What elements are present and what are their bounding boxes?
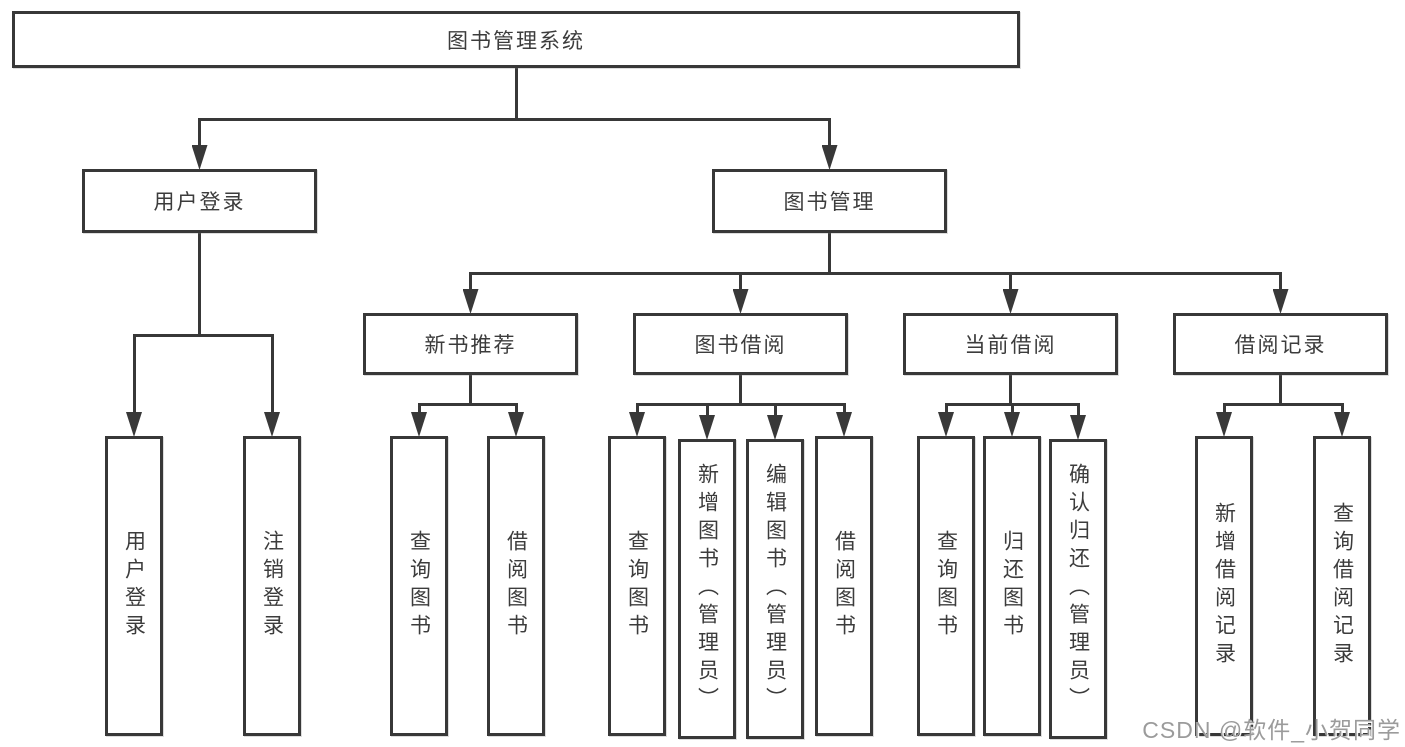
node-label-leaf-br-add: 新增借阅记录 <box>1212 502 1236 670</box>
arrow-down-icon-leaf-rec-borrow <box>508 412 524 437</box>
edge-drop-user-login <box>198 119 201 146</box>
edge-stub-book-borrow <box>739 375 742 406</box>
node-leaf-br-add: 新增借阅记录 <box>1195 436 1253 736</box>
node-leaf-rec-query: 查询图书 <box>390 436 448 736</box>
arrow-down-icon-leaf-bb-add <box>699 415 715 440</box>
arrow-down-icon-leaf-br-query <box>1334 412 1350 437</box>
edge-stub-new-book-rec <box>469 375 472 406</box>
node-label-leaf-br-query: 查询借阅记录 <box>1330 502 1354 670</box>
node-label-leaf-bb-query: 查询图书 <box>625 530 649 642</box>
node-book-borrow: 图书借阅 <box>633 313 848 375</box>
edge-branch-book-borrow <box>635 402 846 406</box>
node-leaf-bb-query: 查询图书 <box>608 436 666 736</box>
arrow-down-icon-current-borrow <box>1002 289 1019 314</box>
node-label-user-login: 用户登录 <box>153 191 246 214</box>
node-leaf-user-login: 用户登录 <box>105 436 163 736</box>
node-leaf-bb-edit: 编辑图书（管理员） <box>746 439 804 739</box>
edge-drop-current-borrow <box>1009 273 1012 290</box>
node-leaf-logout: 注销登录 <box>243 436 301 736</box>
edge-stub-current-borrow <box>1009 375 1012 406</box>
edge-stub-borrow-records <box>1279 375 1282 406</box>
arrow-down-icon-borrow-records <box>1272 289 1289 314</box>
arrow-down-icon-leaf-user-login <box>126 412 142 437</box>
node-label-new-book-rec: 新书推荐 <box>424 334 517 357</box>
node-label-leaf-bb-borrow: 借阅图书 <box>832 530 856 642</box>
node-leaf-cb-confirm: 确认归还（管理员） <box>1049 439 1107 739</box>
edge-drop-leaf-cb-confirm <box>1076 404 1080 416</box>
node-label-book-borrow: 图书借阅 <box>694 334 787 357</box>
edge-drop-new-book-rec <box>469 273 472 290</box>
node-leaf-br-query: 查询借阅记录 <box>1313 436 1371 736</box>
edge-drop-leaf-logout <box>270 335 274 413</box>
node-label-current-borrow: 当前借阅 <box>964 334 1057 357</box>
node-label-root: 图书管理系统 <box>447 29 585 53</box>
arrow-down-icon-leaf-cb-query <box>938 412 954 437</box>
arrow-down-icon-leaf-bb-edit <box>767 415 783 440</box>
node-label-leaf-user-login: 用户登录 <box>122 530 146 642</box>
edge-drop-borrow-records <box>1279 273 1282 290</box>
node-label-leaf-cb-return: 归还图书 <box>1000 530 1024 642</box>
node-current-borrow: 当前借阅 <box>903 313 1118 375</box>
arrow-down-icon-leaf-cb-return <box>1004 412 1020 437</box>
node-leaf-cb-query: 查询图书 <box>917 436 975 736</box>
arrow-down-icon-leaf-cb-confirm <box>1070 415 1086 440</box>
arrow-down-icon-book-mgmt <box>821 145 838 170</box>
edge-drop-leaf-br-query <box>1340 404 1344 413</box>
node-new-book-rec: 新书推荐 <box>363 313 578 375</box>
node-label-borrow-records: 借阅记录 <box>1234 334 1327 357</box>
edge-branch-root <box>198 117 831 121</box>
edge-drop-leaf-bb-edit <box>773 404 777 416</box>
edge-drop-book-borrow <box>739 273 742 290</box>
edge-stub-book-mgmt <box>828 233 831 275</box>
node-label-leaf-rec-borrow: 借阅图书 <box>504 530 528 642</box>
edge-stub-root <box>514 68 518 121</box>
edge-stub-user-login <box>198 233 201 337</box>
edge-drop-leaf-bb-query <box>635 404 639 413</box>
node-label-leaf-logout: 注销登录 <box>260 530 284 642</box>
edge-drop-leaf-rec-borrow <box>514 404 518 413</box>
arrow-down-icon-leaf-br-add <box>1216 412 1232 437</box>
node-borrow-records: 借阅记录 <box>1173 313 1388 375</box>
arrow-down-icon-leaf-logout <box>264 412 280 437</box>
node-root: 图书管理系统 <box>12 11 1020 68</box>
arrow-down-icon-user-login <box>191 145 208 170</box>
edge-drop-leaf-cb-return <box>1010 404 1014 413</box>
node-leaf-rec-borrow: 借阅图书 <box>487 436 545 736</box>
arrow-down-icon-new-book-rec <box>462 289 479 314</box>
edge-branch-user-login <box>132 333 274 337</box>
node-label-leaf-cb-query: 查询图书 <box>934 530 958 642</box>
arrow-down-icon-leaf-bb-borrow <box>836 412 852 437</box>
node-leaf-bb-add: 新增图书（管理员） <box>678 439 736 739</box>
arrow-down-icon-leaf-rec-query <box>411 412 427 437</box>
edge-drop-book-mgmt <box>828 119 831 146</box>
node-label-leaf-bb-add: 新增图书（管理员） <box>695 463 719 715</box>
node-label-book-mgmt: 图书管理 <box>783 191 876 214</box>
edge-drop-leaf-cb-query <box>944 404 948 413</box>
csdn-watermark: CSDN @软件_小贺同学 <box>1142 717 1401 743</box>
node-leaf-bb-borrow: 借阅图书 <box>815 436 873 736</box>
edge-drop-leaf-br-add <box>1222 404 1226 413</box>
node-leaf-cb-return: 归还图书 <box>983 436 1041 736</box>
edge-drop-leaf-rec-query <box>417 404 421 413</box>
edge-drop-leaf-bb-borrow <box>842 404 846 413</box>
edge-branch-book-mgmt <box>469 271 1282 275</box>
arrow-down-icon-book-borrow <box>732 289 749 314</box>
node-book-mgmt: 图书管理 <box>712 169 947 233</box>
edge-drop-leaf-user-login <box>132 335 136 413</box>
edge-branch-new-book-rec <box>417 402 518 406</box>
arrow-down-icon-leaf-bb-query <box>629 412 645 437</box>
node-user-login: 用户登录 <box>82 169 317 233</box>
node-label-leaf-cb-confirm: 确认归还（管理员） <box>1066 463 1090 715</box>
node-label-leaf-rec-query: 查询图书 <box>407 530 431 642</box>
node-label-leaf-bb-edit: 编辑图书（管理员） <box>763 463 787 715</box>
edge-drop-leaf-bb-add <box>705 404 709 416</box>
edge-branch-borrow-records <box>1222 402 1344 406</box>
